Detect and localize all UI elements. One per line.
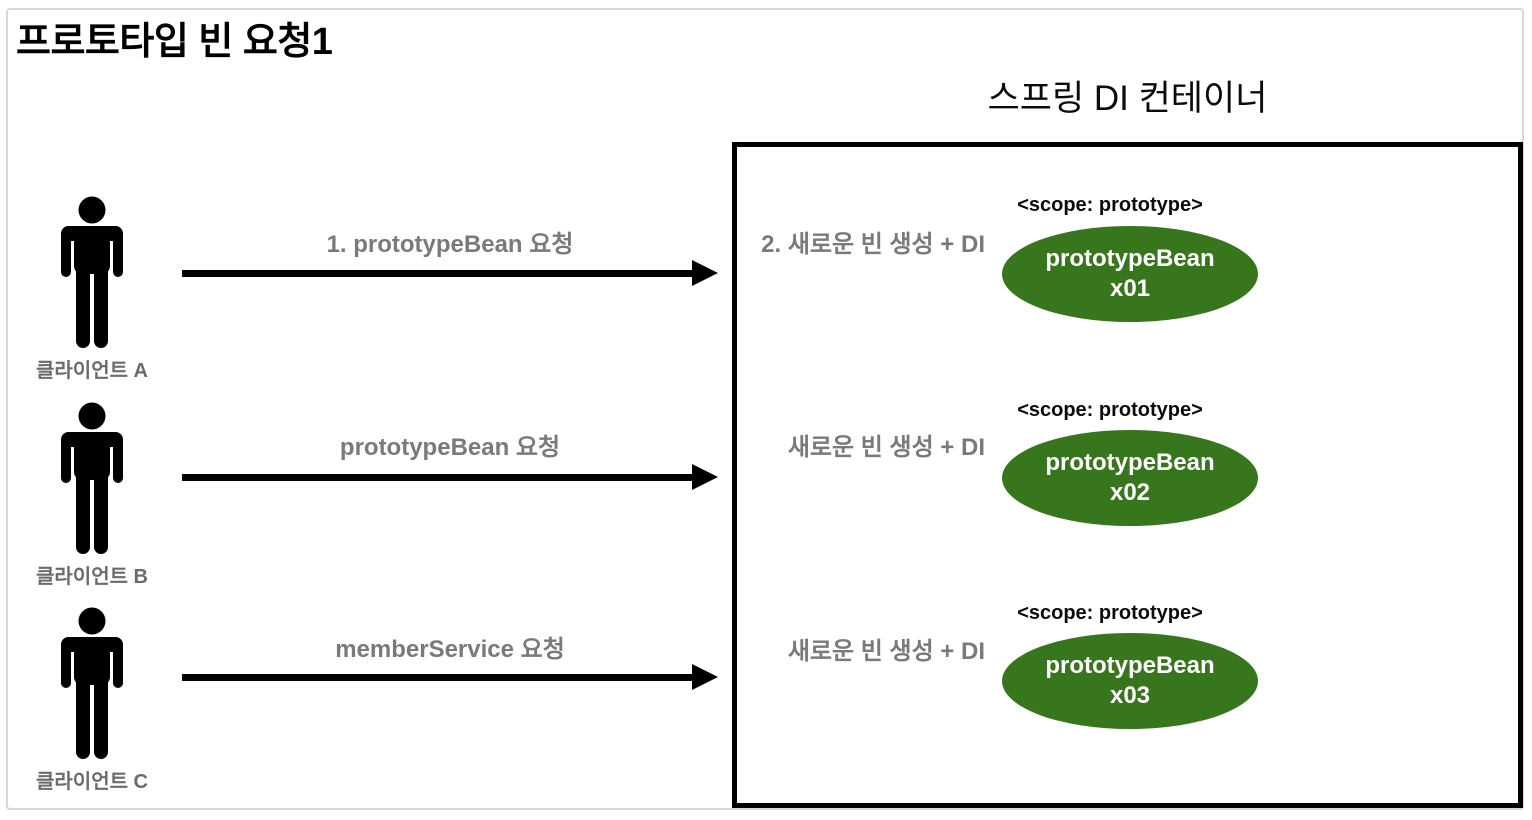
request-arrow-label: prototypeBean 요청 [339, 434, 561, 461]
bean-instance: x02 [1109, 479, 1151, 506]
bean-scope-label: <scope: prototype> [1017, 399, 1203, 421]
arrow-head-icon [692, 464, 718, 490]
client-b: 클라이언트 B [22, 402, 162, 589]
request-arrow [182, 664, 718, 690]
person-icon [61, 402, 123, 554]
arrow-line [182, 473, 694, 481]
request-arrow-label: 1. prototypeBean 요청 [326, 231, 574, 258]
client-label: 클라이언트 C [36, 771, 148, 793]
bean-name: prototypeBean [1045, 245, 1215, 272]
bean-name: prototypeBean [1045, 652, 1215, 679]
bean-instance: x01 [1109, 275, 1151, 302]
bean-scope-label: <scope: prototype> [1017, 194, 1203, 216]
bean-instance: x03 [1109, 682, 1151, 709]
client-label: 클라이언트 B [36, 566, 148, 588]
arrow-line [182, 269, 694, 277]
spring-container-title: 스프링 DI 컨테이너 [987, 79, 1268, 118]
bean-action-label: 2. 새로운 빈 생성 + DI [761, 231, 985, 258]
client-c: 클라이언트 C [22, 607, 162, 794]
arrow-head-icon [692, 260, 718, 286]
request-arrow [182, 260, 718, 286]
arrow-line [182, 673, 694, 681]
request-arrow-label: memberService 요청 [335, 636, 565, 663]
client-a: 클라이언트 A [22, 196, 162, 383]
arrow-head-icon [692, 664, 718, 690]
bean-name: prototypeBean [1045, 449, 1215, 476]
bean-scope-label: <scope: prototype> [1017, 602, 1203, 624]
bean-ellipse: prototypeBean x01 [1002, 226, 1258, 322]
spring-container-box [732, 142, 1523, 808]
bean-ellipse: prototypeBean x03 [1002, 633, 1258, 729]
bean-ellipse: prototypeBean x02 [1002, 430, 1258, 526]
person-icon [61, 196, 123, 348]
person-icon [61, 607, 123, 759]
bean-action-label: 새로운 빈 생성 + DI [787, 434, 985, 461]
page-title: 프로토타입 빈 요청1 [16, 21, 333, 63]
client-label: 클라이언트 A [36, 360, 148, 382]
request-arrow [182, 464, 718, 490]
bean-action-label: 새로운 빈 생성 + DI [787, 638, 985, 665]
